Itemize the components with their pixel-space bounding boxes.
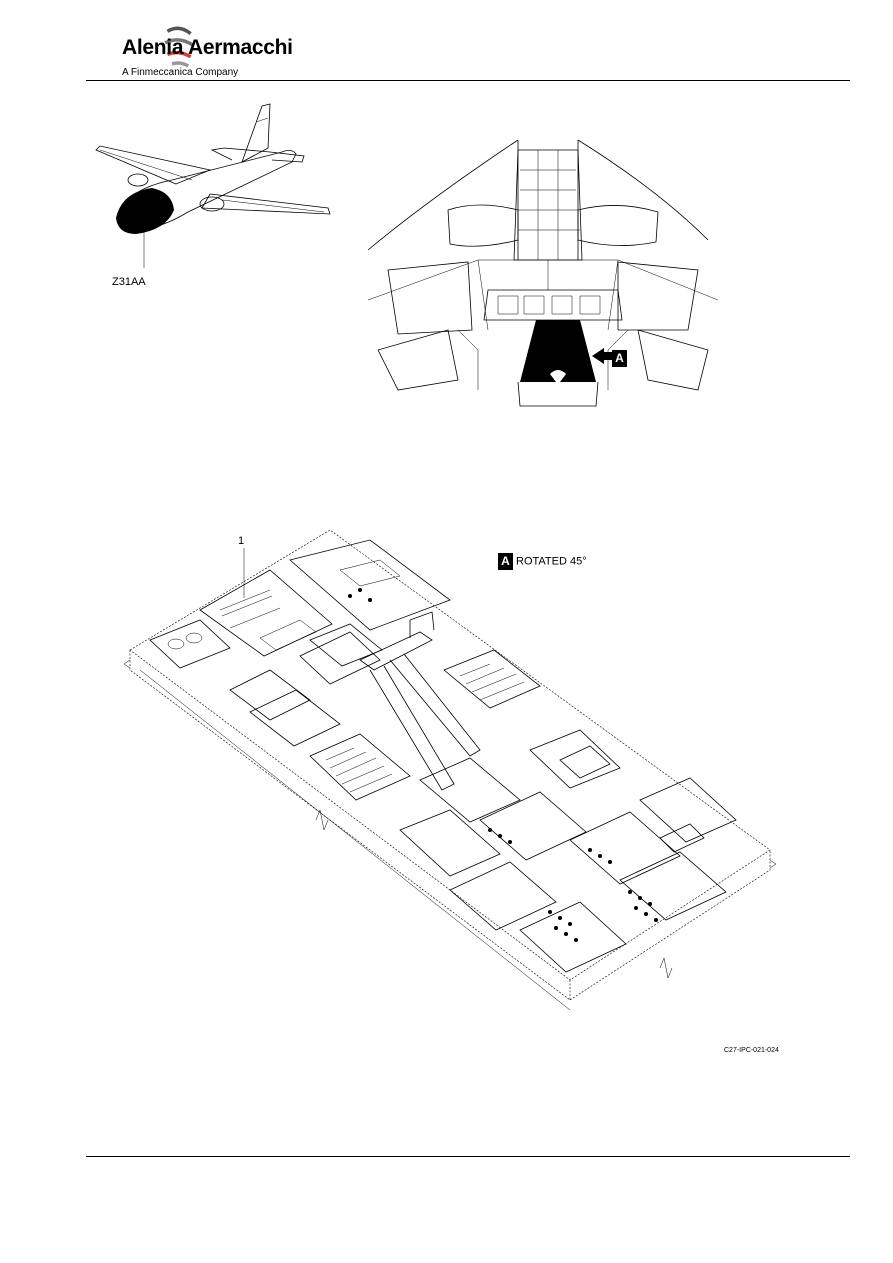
brand-name: Alenia Aermacchi — [122, 36, 293, 59]
item-callout-number: 1 — [238, 535, 245, 547]
zone-label: Z31AA — [112, 276, 146, 288]
view-letter-box: A — [612, 350, 627, 367]
view-caption-text: ROTATED 45° — [516, 555, 587, 568]
header-rule — [86, 80, 850, 81]
view-callout: A — [612, 349, 627, 367]
footer-rule — [86, 1156, 850, 1157]
aircraft-locator-illustration — [95, 103, 331, 268]
control-pedestal-illustration — [123, 529, 777, 1011]
cockpit-view-illustration — [367, 139, 719, 407]
view-letter-box: A — [498, 553, 513, 570]
figure-code: C27-IPC-021-024 — [724, 1047, 779, 1054]
company-logo-icon — [164, 26, 194, 68]
brand-tagline: A Finmeccanica Company — [122, 67, 239, 78]
